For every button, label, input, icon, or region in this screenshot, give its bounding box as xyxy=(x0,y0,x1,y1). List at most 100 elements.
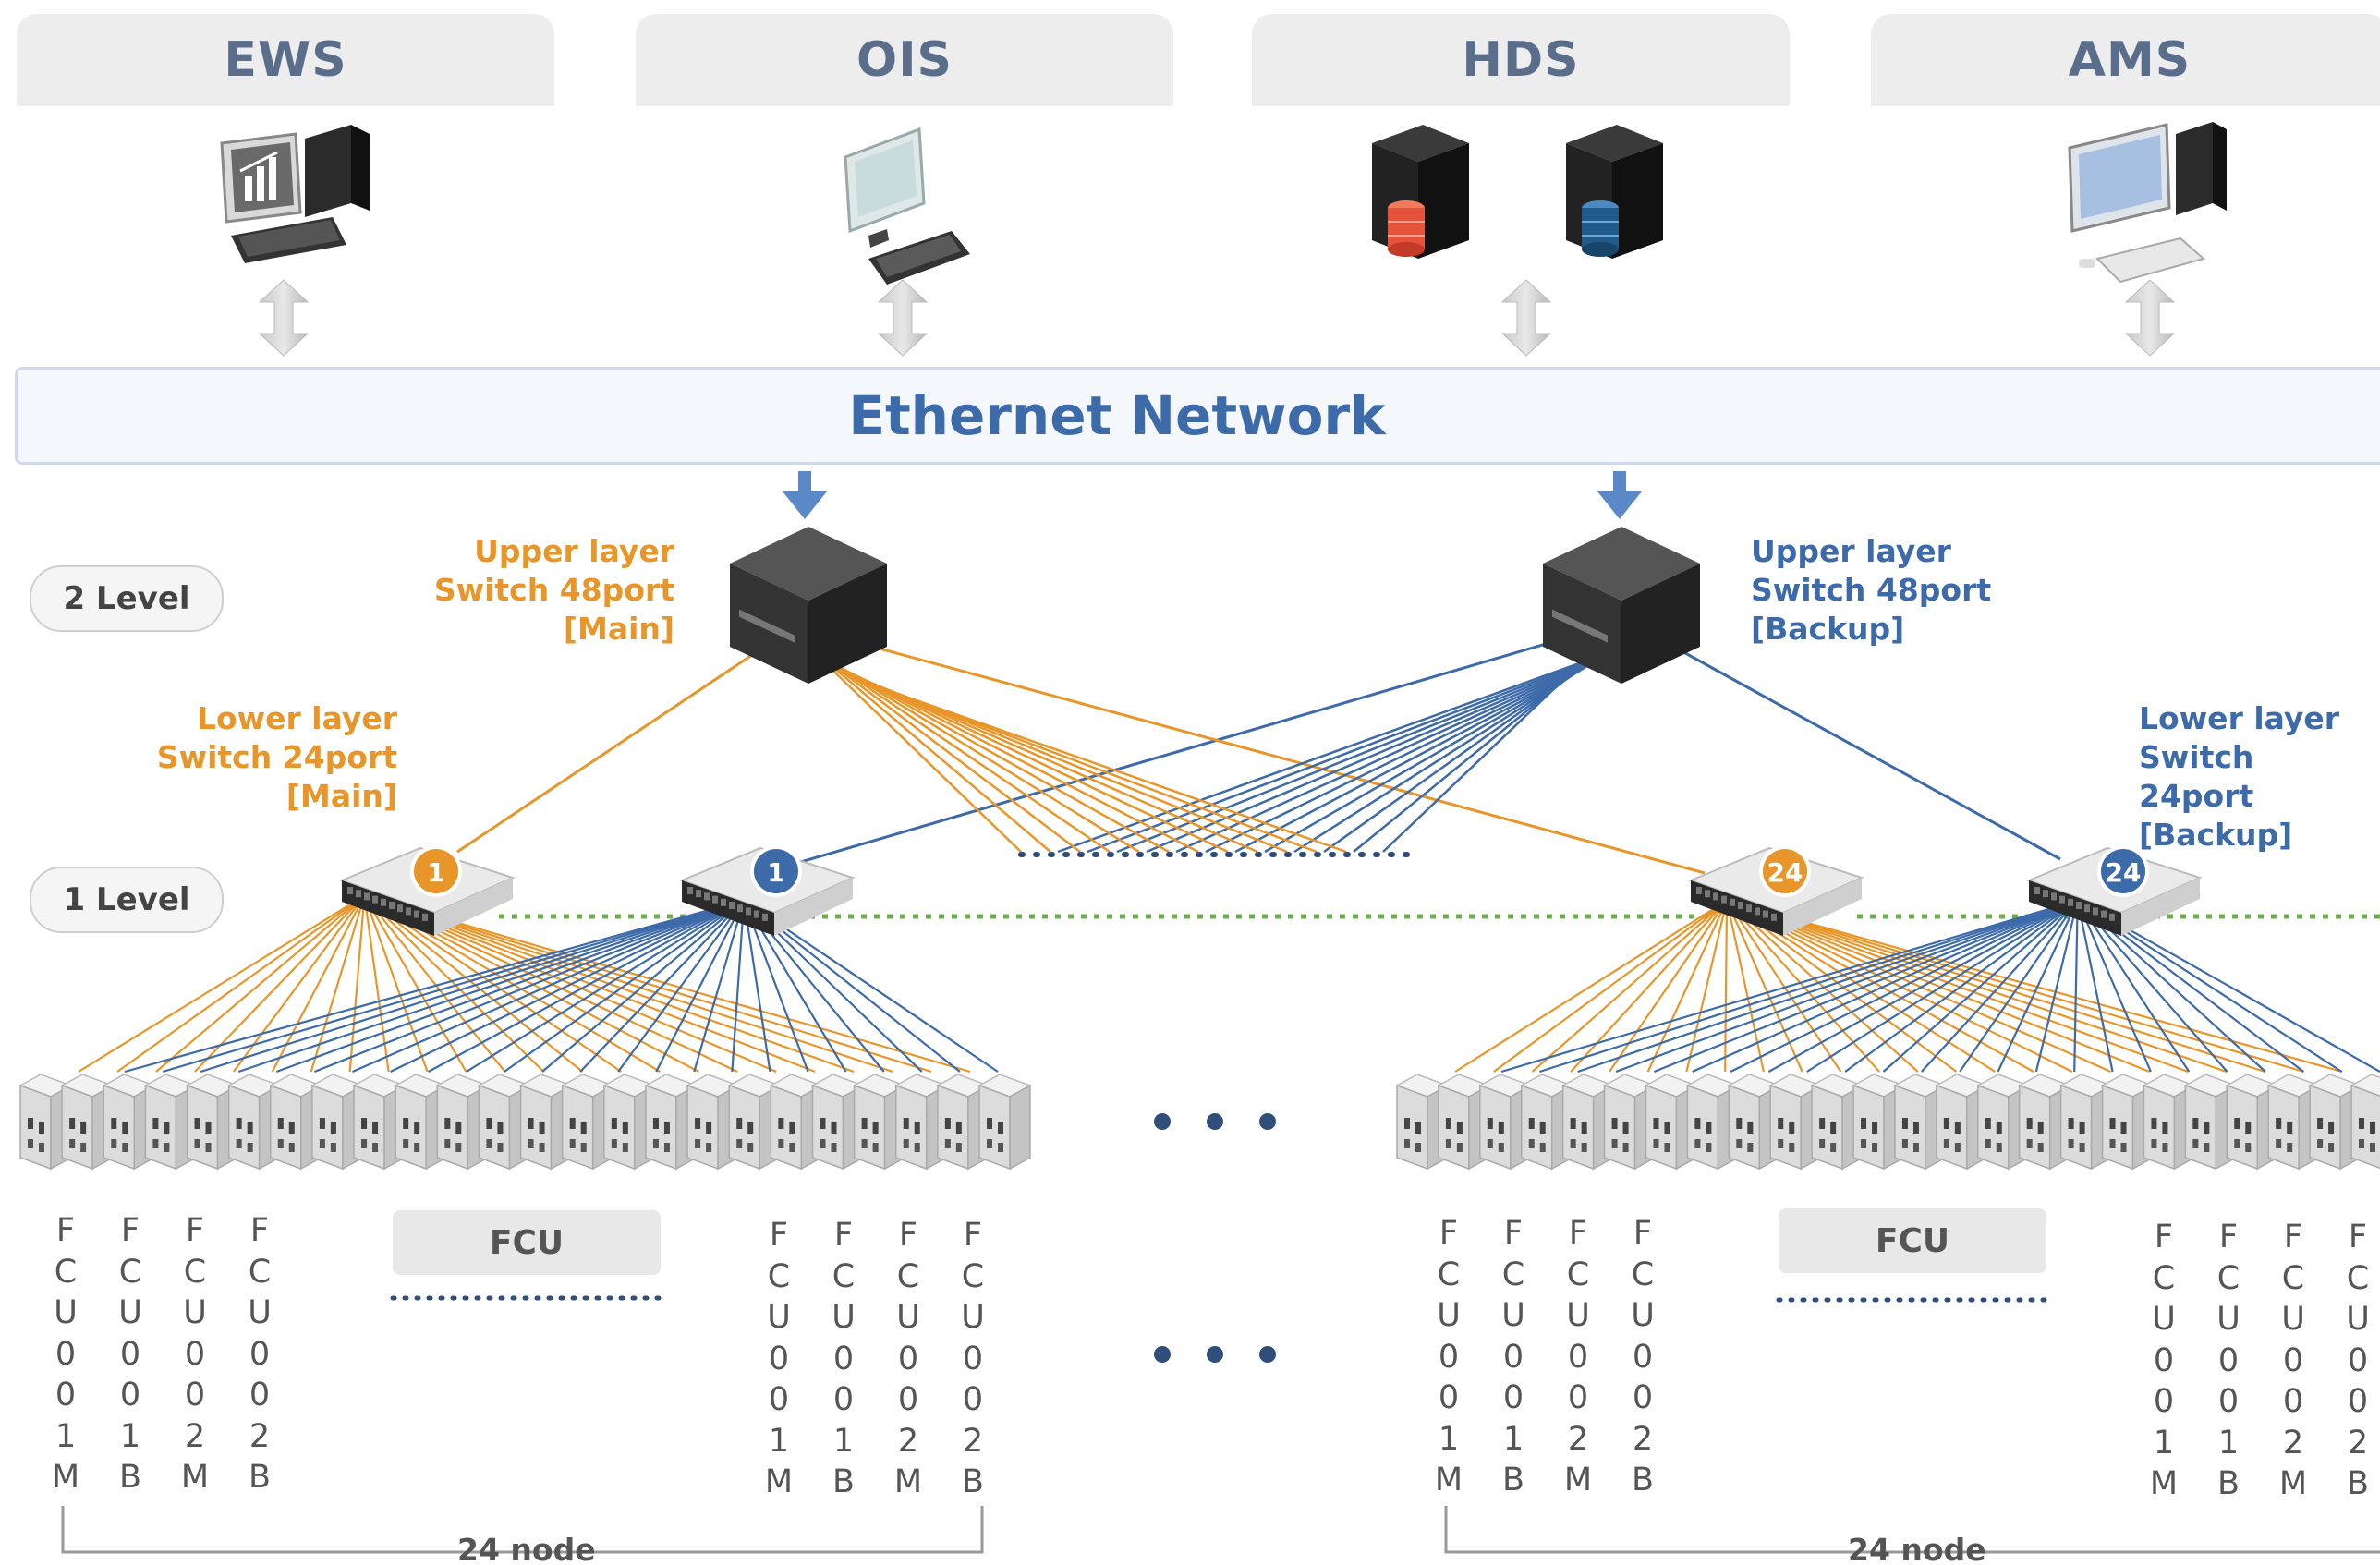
level-2-badge: 2 Level xyxy=(30,565,224,632)
main-trunk-line xyxy=(831,661,1140,854)
lower-switch-backup-1-badge xyxy=(754,849,798,893)
main-fan-line xyxy=(1570,904,1724,1073)
backup-fan-line xyxy=(1692,904,2068,1074)
backup-trunk-line xyxy=(1175,661,1595,854)
backup-fan-line xyxy=(1653,904,2066,1074)
backup-fan-line xyxy=(731,904,745,1073)
lower-switch-main-24: 24 xyxy=(1688,845,1864,936)
backup-fan-line xyxy=(1997,904,2077,1073)
upper-switch-backup-label: Upper layer Switch 48port [Backup] xyxy=(1751,532,2028,649)
main-fan-line xyxy=(379,899,893,1074)
main-fan-line xyxy=(1743,904,2343,1074)
backup-trunk-line xyxy=(1146,658,1599,854)
backup-fan-line xyxy=(352,904,734,1074)
fcu-id-label: F C U 0 0 2 B xyxy=(2346,1219,2370,1502)
backup-fan-line xyxy=(2081,904,2228,1073)
backup-trunk-line xyxy=(1057,649,1613,854)
main-fan-line xyxy=(381,899,971,1074)
upper-main-line2: Switch 48port xyxy=(433,572,674,608)
station-header-ams: AMS xyxy=(1871,14,2380,106)
backup-fan-line xyxy=(428,904,735,1073)
main-fan-line xyxy=(310,900,364,1073)
upper-backup-line3: [Backup] xyxy=(1751,611,1905,647)
main-trunk-line xyxy=(817,653,1051,853)
ethernet-network-label: Ethernet Network xyxy=(848,384,1386,447)
fcu-group-label-2: FCU xyxy=(1779,1208,2046,1273)
backup-fan-line xyxy=(390,904,735,1073)
main-fan-line xyxy=(1454,904,1720,1073)
backup-fan-line xyxy=(2034,904,2078,1073)
lower-switch-main-1-badge xyxy=(414,849,458,893)
level-1-badge: 1 Level xyxy=(30,867,224,933)
backup-fan-line xyxy=(1844,904,2072,1073)
asset-management-workstation-icon xyxy=(2068,122,2227,284)
main-trunk-line xyxy=(835,663,1170,854)
fcu-module-rack xyxy=(143,1074,199,1171)
backup-fan-line xyxy=(743,904,771,1073)
backup-fan-line xyxy=(2085,904,2380,1073)
station-header-ois: OIS xyxy=(636,14,1173,106)
backup-fan-line xyxy=(466,904,736,1073)
backup-fan-line xyxy=(1577,904,2064,1074)
fcu-module-rack xyxy=(1560,1074,1616,1171)
main-fan-line xyxy=(348,900,366,1073)
lower-backup-line1: Lower layer xyxy=(2139,700,2340,736)
fcu-id-label: F C U 0 0 1 M xyxy=(764,1217,794,1500)
main-trunk-line xyxy=(844,669,1229,854)
backup-trunk-to-switch-24 xyxy=(1676,647,2061,861)
group-ellipsis-top xyxy=(1154,1113,1276,1130)
lower-switch-main-1: 1 xyxy=(339,845,516,936)
group-ellipsis-bottom xyxy=(1154,1346,1276,1363)
upper-backup-line1: Upper layer xyxy=(1751,533,1951,569)
fcu-id-label: F C U 0 0 1 B xyxy=(118,1212,142,1496)
node-bracket-group1 xyxy=(61,1506,984,1554)
backup-fan-line xyxy=(275,904,731,1074)
station-header-ews: EWS xyxy=(17,14,554,106)
fcu-module-rack xyxy=(185,1074,240,1171)
main-trunk-to-switch-1 xyxy=(456,649,759,854)
backup-fan-line xyxy=(2073,904,2079,1073)
backup-fan-line xyxy=(200,904,729,1074)
backup-fan-line xyxy=(1882,904,2073,1073)
lower-main-line3: [Main] xyxy=(285,778,397,814)
ois-link-arrow xyxy=(877,279,929,357)
main-fan-line xyxy=(1531,904,1722,1073)
main-fan-line xyxy=(1730,904,1880,1073)
main-trunk-line xyxy=(821,656,1081,853)
lower-switch-backup-24: 24 xyxy=(2026,845,2203,936)
fcu-id-label: F C U 0 0 1 M xyxy=(1434,1215,1463,1498)
lower-backup-line3: [Backup] xyxy=(2139,817,2293,853)
backup-fan-line xyxy=(1539,904,2063,1074)
historian-server-backup-icon xyxy=(1566,125,1663,259)
fcu-id-label: F C U 0 0 1 B xyxy=(832,1217,856,1500)
fcu-id-label: F C U 0 0 2 M xyxy=(1563,1215,1593,1498)
lower-switch-backup-24-badge xyxy=(2101,849,2145,893)
fcu-id-label: F C U 0 0 1 M xyxy=(2149,1219,2179,1502)
main-trunk-line xyxy=(863,680,1347,854)
station-header-hds: HDS xyxy=(1252,14,1790,106)
backup-trunk-line xyxy=(1116,655,1604,854)
fcu-module-rack xyxy=(936,1074,990,1171)
backup-fan-line xyxy=(750,904,999,1073)
backup-trunk-line xyxy=(1382,681,1562,853)
lower-main-line2: Switch 24port xyxy=(156,739,397,775)
backup-fan-line xyxy=(124,904,726,1074)
lower-switch-backup-label: Lower layer Switch 24port [Backup] xyxy=(2139,699,2379,855)
backup-fan-line xyxy=(1767,904,2070,1073)
main-trunk-to-switch-24 xyxy=(844,637,1706,875)
fcu-group-label-1: FCU xyxy=(393,1210,661,1275)
backup-trunk-line xyxy=(1234,666,1585,854)
main-fan-line xyxy=(1742,904,2265,1074)
main-fan-line xyxy=(376,899,816,1074)
fcu-module-rack xyxy=(310,1074,365,1171)
main-fan-line xyxy=(1727,904,1765,1073)
main-fan-line xyxy=(194,900,360,1073)
hds-link-arrow xyxy=(1500,279,1552,357)
fcu-module-rack xyxy=(1685,1074,1741,1171)
backup-uplink-arrow xyxy=(1597,471,1642,519)
ethernet-network-bar: Ethernet Network xyxy=(15,367,2380,465)
fcu-id-label: F C U 0 0 2 M xyxy=(180,1212,210,1496)
upper-switch-main xyxy=(730,527,887,684)
lower-switch-backup-24-badge-number: 24 xyxy=(2106,857,2142,888)
